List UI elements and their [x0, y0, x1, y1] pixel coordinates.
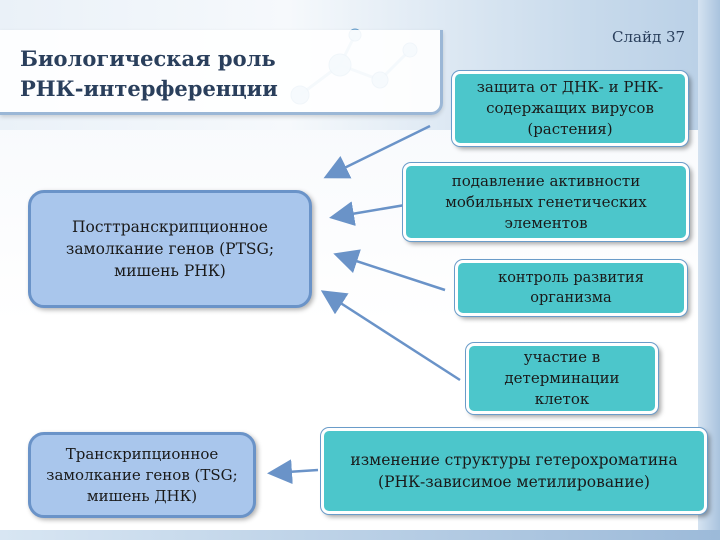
box-viruses: защита от ДНК- и РНК-содержащих вирусов …	[452, 71, 688, 146]
page-title: Биологическая роль РНК-интерференции	[20, 44, 320, 104]
box-tsg: Транскрипционное замолкание генов (TSG; …	[28, 432, 256, 518]
arrow-viruses	[323, 124, 431, 179]
arrow-determination	[320, 290, 461, 382]
slide-number: Слайд 37	[612, 28, 686, 46]
decorative-bottom-band	[0, 530, 720, 540]
decorative-edge	[698, 0, 720, 540]
box-ptgs: Посттранскрипционное замолкание генов (P…	[28, 190, 312, 308]
box-determination: участие в детерминации клеток	[466, 343, 658, 414]
arrow-development	[333, 249, 446, 292]
box-heterochromatin: изменение структуры гетерохроматина (РНК…	[321, 428, 707, 514]
title-line-2: РНК-интерференции	[20, 76, 278, 101]
title-line-1: Биологическая роль	[20, 46, 276, 71]
arrow-heterochromatin	[267, 459, 319, 485]
box-mobile: подавление активности мобильных генетиче…	[403, 163, 689, 241]
box-development: контроль развития организма	[455, 260, 687, 316]
arrow-mobile	[329, 201, 406, 226]
title-panel	[0, 30, 443, 115]
